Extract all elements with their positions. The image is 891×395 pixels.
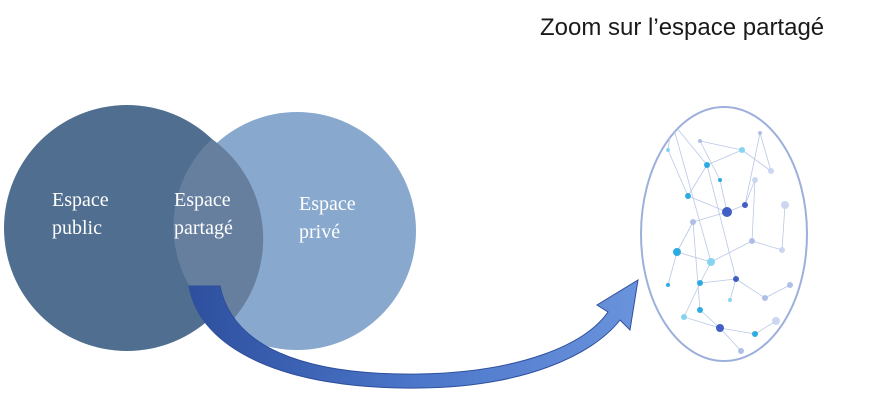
network-edge	[759, 132, 772, 172]
network-node	[787, 282, 793, 288]
network-edge	[751, 179, 756, 242]
network-edge	[683, 282, 701, 318]
network-node	[690, 219, 696, 225]
network-edge	[741, 149, 772, 172]
network-edge	[710, 240, 753, 263]
network-node	[681, 314, 687, 320]
network-node	[673, 248, 681, 256]
network-edge	[719, 179, 728, 213]
private-space-label: Espace privé	[299, 190, 356, 246]
network-edge	[719, 327, 742, 352]
network-edge	[729, 278, 737, 301]
network-edge	[751, 240, 783, 251]
network-edge	[692, 221, 701, 311]
network-edge	[754, 320, 777, 335]
network-node	[697, 307, 703, 313]
network-node	[698, 139, 702, 143]
network-node	[758, 131, 762, 135]
network-edge	[676, 251, 712, 263]
network-node	[728, 298, 732, 302]
network-edge	[781, 204, 786, 251]
network-node	[739, 147, 745, 153]
network-edge	[699, 140, 743, 151]
network-illustration	[666, 118, 793, 354]
network-node	[722, 207, 732, 217]
network-edge	[692, 211, 728, 223]
private-space-label-line1: Espace	[299, 193, 356, 215]
network-node	[781, 201, 789, 209]
public-space-label-line2: public	[52, 217, 102, 239]
network-edge	[676, 221, 694, 253]
zoom-arrow	[188, 279, 639, 389]
network-edge	[744, 132, 761, 206]
network-edge	[699, 309, 721, 329]
network-node	[666, 283, 670, 287]
public-space-circle	[4, 105, 250, 351]
network-edge	[667, 251, 678, 286]
network-node	[742, 202, 748, 208]
shared-space-label-line1: Espace	[174, 189, 231, 211]
shared-space-label-line2: partagé	[174, 217, 233, 239]
network-node	[666, 148, 670, 152]
network-edge	[667, 149, 689, 197]
network-edge	[699, 140, 721, 181]
zoom-title: Zoom sur l’espace partagé	[540, 14, 825, 41]
network-node	[749, 238, 755, 244]
network-node	[752, 177, 758, 183]
network-node	[772, 317, 780, 325]
network-node	[768, 168, 774, 174]
network-edge	[683, 316, 721, 329]
network-edge	[687, 195, 728, 213]
network-node	[704, 162, 710, 168]
network-edge	[706, 164, 737, 280]
network-node	[738, 348, 744, 354]
private-space-label-line2: privé	[299, 221, 341, 243]
network-node	[716, 324, 724, 332]
network-edge	[735, 278, 766, 299]
network-edge	[671, 121, 712, 263]
network-edge	[719, 327, 756, 335]
network-node	[685, 193, 691, 199]
public-space-label: Espace public	[52, 186, 109, 242]
network-edge	[744, 179, 756, 206]
shared-space-area	[173, 139, 264, 326]
network-node	[779, 247, 785, 253]
public-space-label-line1: Espace	[52, 189, 109, 211]
zoom-oval	[640, 106, 808, 362]
network-node	[733, 276, 739, 282]
network-node	[752, 331, 758, 337]
network-node	[668, 118, 676, 126]
network-node	[718, 178, 722, 182]
network-node	[762, 295, 768, 301]
network-node	[697, 280, 703, 286]
shared-space-label: Espace partagé	[174, 186, 233, 242]
network-edge	[699, 278, 737, 284]
network-edge	[706, 149, 743, 166]
network-edge	[671, 121, 708, 166]
network-node	[707, 258, 715, 266]
network-edge	[764, 284, 791, 299]
